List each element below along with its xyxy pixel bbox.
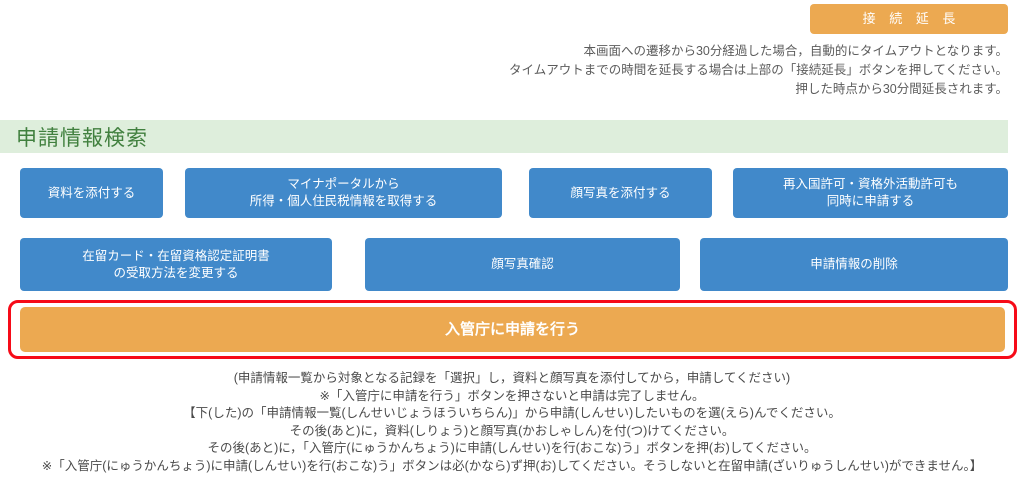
mynaportal-label-line1: マイナポータルから xyxy=(287,177,400,191)
instruction-note-line-2: ※「入管庁に申請を行う」ボタンを押さないと申請は完了しません。 xyxy=(319,388,705,403)
timeout-notice-line-3: 押した時点から30分間延長されます。 xyxy=(795,82,1008,96)
reentry-permit-label-line1: 再入国許可・資格外活動許可も xyxy=(782,177,958,191)
change-receipt-method-button[interactable]: 在留カード・在留資格認定証明書 の受取方法を変更する xyxy=(20,238,332,291)
reentry-permit-simultaneous-button[interactable]: 再入国許可・資格外活動許可も 同時に申請する xyxy=(733,168,1008,218)
attach-face-photo-button[interactable]: 顔写真を添付する xyxy=(529,168,712,218)
submit-button-highlight-box xyxy=(8,300,1017,359)
delete-application-info-button[interactable]: 申請情報の削除 xyxy=(700,238,1008,291)
page-title: 申請情報検索 xyxy=(16,126,148,150)
change-receipt-method-label-line1: 在留カード・在留資格認定証明書 xyxy=(82,248,270,263)
reentry-permit-label-line2: 同時に申請する xyxy=(826,194,915,208)
instruction-notes: (申請情報一覧から対象となる記録を「選択」し，資料と顔写真を添付してから，申請し… xyxy=(0,370,1024,475)
delete-application-info-label-line1: 申請情報の削除 xyxy=(810,257,898,271)
submit-application-button[interactable]: 入管庁に申請を行う xyxy=(20,307,1005,352)
confirm-face-photo-button[interactable]: 顔写真確認 xyxy=(365,238,680,291)
attach-documents-button[interactable]: 資料を添付する xyxy=(20,168,163,218)
instruction-note-line-4: その後(あと)に，資料(しりょう)と顔写真(かおしゃしん)を付(つ)けてください… xyxy=(289,423,735,438)
timeout-notice-line-2: タイムアウトまでの時間を延長する場合は上部の「接続延長」ボタンを押してください。 xyxy=(508,63,1008,77)
timeout-notice-line-1: 本画面への遷移から30分経過した場合，自動的にタイムアウトとなります。 xyxy=(583,44,1008,58)
section-header: 申請情報検索 xyxy=(0,120,1008,153)
mynaportal-income-tax-button[interactable]: マイナポータルから 所得・個人住民税情報を取得する xyxy=(185,168,502,218)
change-receipt-method-label-line2: の受取方法を変更する xyxy=(113,265,239,280)
confirm-face-photo-label-line1: 顔写真確認 xyxy=(491,257,554,271)
attach-documents-label-line1: 資料を添付する xyxy=(47,185,136,200)
mynaportal-label-line2: 所得・個人住民税情報を取得する xyxy=(249,194,438,208)
attach-face-photo-label-line1: 顔写真を添付する xyxy=(570,185,671,200)
instruction-note-line-6: ※「入管庁(にゅうかんちょう)に申請(しんせい)を行(おこな)う」ボタンは必(か… xyxy=(41,458,983,473)
instruction-note-line-5: その後(あと)に，「入管庁(にゅうかんちょう)に申請(しんせい)を行(おこな)う… xyxy=(207,441,817,455)
instruction-note-line-3: 【下(した)の「申請情報一覧(しんせいじょうほういちらん)」から申請(しんせい)… xyxy=(183,406,841,420)
topbar: 接 続 延 長 xyxy=(0,4,1008,34)
instruction-note-line-1: (申請情報一覧から対象となる記録を「選択」し，資料と顔写真を添付してから，申請し… xyxy=(233,371,791,385)
extend-session-button[interactable]: 接 続 延 長 xyxy=(810,4,1008,34)
timeout-notice: 本画面への遷移から30分経過した場合，自動的にタイムアウトとなります。 タイムア… xyxy=(0,42,1008,99)
